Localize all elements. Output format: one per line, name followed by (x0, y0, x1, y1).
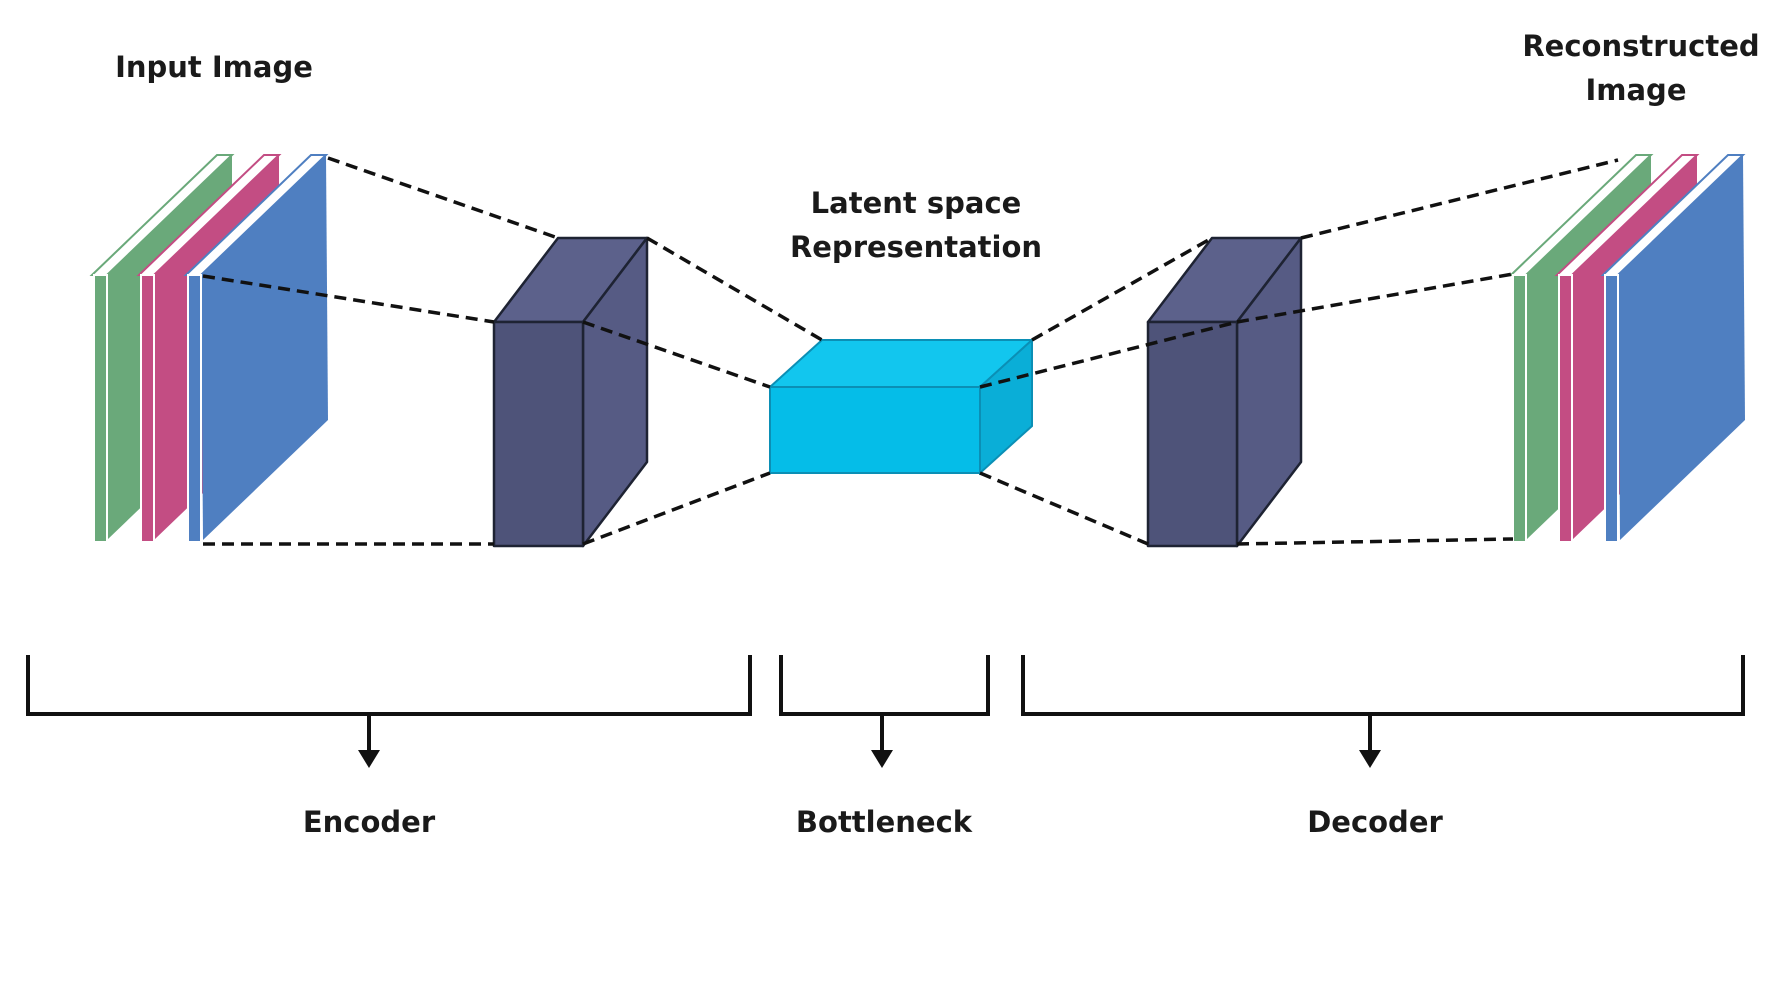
reconstructed-image-stack (1508, 154, 1746, 543)
latent-space-label-line2: Representation (790, 230, 1042, 264)
decoder-bracket (1021, 655, 1745, 768)
latent-space-label-line1: Latent space (811, 186, 1022, 220)
output-channel-blue (1600, 154, 1746, 543)
decoder-feature-block (1146, 236, 1303, 548)
bottleneck-label: Bottleneck (796, 805, 973, 839)
encoder-feature-block (492, 236, 649, 548)
decoder-label: Decoder (1307, 805, 1443, 839)
encoder-label: Encoder (303, 805, 436, 839)
reconstructed-image-label-line2: Image (1585, 73, 1686, 107)
reconstructed-image-label-line1: Reconstructed (1522, 29, 1759, 63)
input-image-stack (89, 154, 329, 543)
input-channel-blue (183, 154, 329, 543)
projection-lines (202, 156, 1619, 546)
bottleneck-bracket (779, 655, 990, 768)
input-image-label: Input Image (115, 50, 313, 84)
latent-space-block (767, 337, 1035, 476)
encoder-bracket (26, 655, 752, 768)
